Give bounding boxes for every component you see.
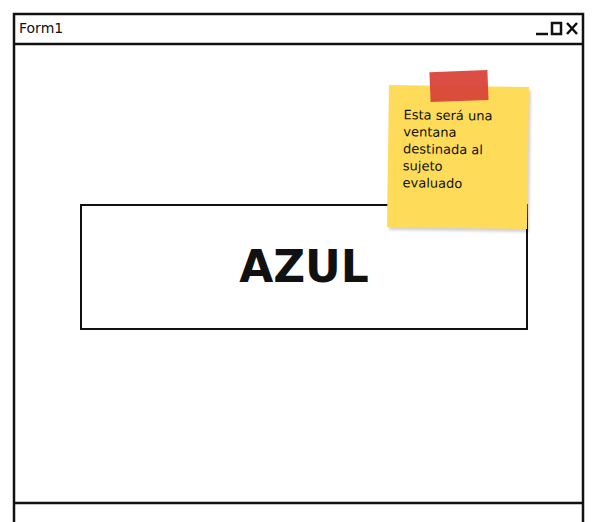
status-bar-line bbox=[14, 502, 583, 505]
color-word: AZUL bbox=[239, 243, 369, 291]
window-title: Form1 bbox=[19, 20, 63, 36]
close-icon bbox=[567, 23, 577, 34]
window-border bbox=[14, 14, 583, 522]
minimize-icon bbox=[536, 33, 548, 36]
window-controls bbox=[536, 23, 577, 34]
tape bbox=[429, 70, 488, 102]
maximize-icon bbox=[552, 23, 561, 34]
title-bar-line bbox=[14, 43, 583, 46]
close-icon bbox=[567, 23, 577, 34]
note-text: Esta será una ventana destinada al sujet… bbox=[403, 107, 503, 193]
sticky-note: Esta será una ventana destinada al sujet… bbox=[387, 85, 529, 229]
